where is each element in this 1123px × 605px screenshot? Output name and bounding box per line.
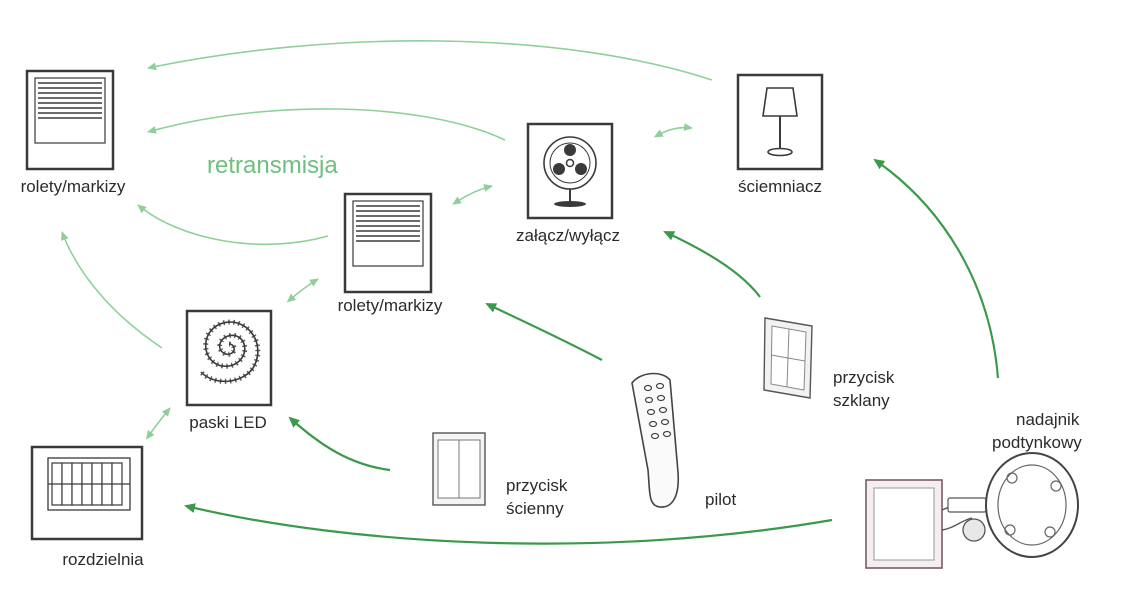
label-przycisk-scienny-1: przycisk xyxy=(506,476,568,495)
label-przycisk-scienny-2: ścienny xyxy=(506,499,564,518)
led-strip-icon xyxy=(185,309,273,407)
label-rolety-center: rolety/markizy xyxy=(337,296,443,315)
arrow-zalacz-to-rolety-left-top xyxy=(147,108,506,141)
arrow-led-rolety-bidir xyxy=(286,278,319,303)
arrow-szklany-to-zalacz xyxy=(663,230,761,298)
retransmission-title: retransmisja xyxy=(207,152,338,179)
arrow-pilot-to-rolety-center xyxy=(485,303,603,361)
remote-control-icon xyxy=(631,372,680,508)
label-pilot: pilot xyxy=(705,490,737,509)
flush-transmitter-icon xyxy=(865,452,1079,569)
arrow-sciemniacz-zalacz-bidir xyxy=(653,123,693,138)
arrow-nadajnik-to-rozdzielnia xyxy=(184,503,833,545)
label-sciemniacz: ściemniacz xyxy=(737,177,823,196)
arrow-nadajnik-to-sciemniacz xyxy=(873,158,1000,379)
label-nadajnik-2: podtynkowy xyxy=(992,433,1082,452)
label-paski-led: paski LED xyxy=(189,413,267,432)
arrow-rolety-zalacz-bidir xyxy=(452,183,493,205)
control-arrows xyxy=(184,158,1000,545)
fan-icon xyxy=(526,122,614,220)
label-przycisk-szklany-1: przycisk xyxy=(833,368,895,387)
arrow-scienny-to-led xyxy=(288,416,391,472)
retransmission-arrows xyxy=(61,40,713,440)
arrow-led-to-rolety-left xyxy=(61,231,163,349)
wall-switch-icon xyxy=(432,432,486,506)
label-rolety-left: rolety/markizy xyxy=(20,177,126,196)
label-zalacz: załącz/wyłącz xyxy=(516,226,620,245)
label-przycisk-szklany-2: szklany xyxy=(833,391,890,410)
blinds-center-icon xyxy=(343,192,433,294)
arrow-rozdzielnia-led-bidir xyxy=(145,407,171,440)
label-nadajnik-1: nadajnik xyxy=(1016,410,1080,429)
glass-switch-icon xyxy=(763,317,813,399)
distribution-board-icon xyxy=(30,445,144,541)
label-rozdzielnia: rozdzielnia xyxy=(62,550,144,569)
lamp-icon xyxy=(736,73,824,171)
arrow-sciemniacz-to-rolety-left xyxy=(147,40,713,81)
arrow-rolety-center-to-rolety-left xyxy=(137,204,329,246)
blinds-left-icon xyxy=(25,69,115,171)
